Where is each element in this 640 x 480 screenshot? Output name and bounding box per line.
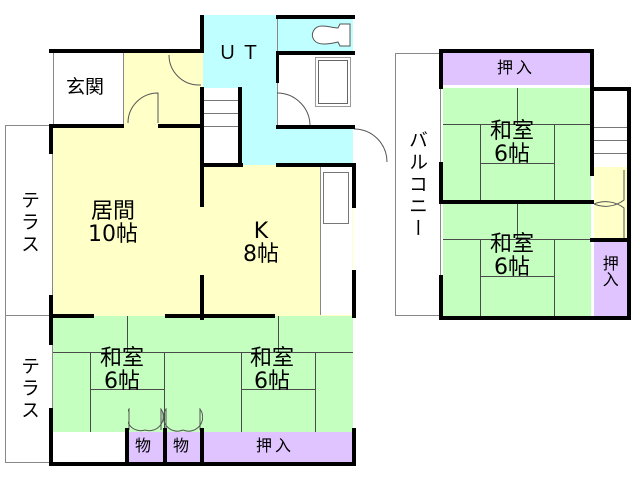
washitsu-right-label: 和室 6帖 [250,346,295,395]
oshiire-2f-side-label: 押入 [599,255,619,287]
balcony-label: バルコニー [405,130,428,240]
washitsu-left [53,316,203,432]
door-swing-icon [353,128,388,163]
stairs-1f [203,88,241,165]
hall-2f [594,167,627,239]
oshiire-2f-top [443,53,591,85]
stairs-2f [594,92,627,167]
door-swing-icon [594,170,625,238]
terrace-bottom [5,315,53,463]
storage-2-label: 物 [173,436,190,455]
oshiire-1f-label: 押入 [256,436,295,455]
counter [320,167,352,315]
oshiire-2f-side [594,242,627,316]
bath-room [277,54,353,128]
toilet-icon [311,23,351,47]
storage-1 [127,432,165,464]
washitsu-2f-top-label: 和室 6帖 [490,119,535,168]
closet-doors-icon [128,408,203,432]
hall-area [123,53,203,126]
storage-2 [165,432,203,464]
storage-1-label: 物 [135,436,152,455]
terrace-top-label: テラス [17,190,40,256]
washitsu-2f-bottom-label: 和室 6帖 [490,232,535,281]
oshiire-2f-top-label: 押入 [497,58,536,77]
door-swing-icon [127,55,201,124]
oshiire-1f [203,432,353,464]
ut-label: ＵＴ [218,42,265,64]
sink-icon [323,172,349,224]
terrace-bottom-label: テラス [17,356,40,422]
terrace-top [5,125,53,317]
living-room [53,126,203,316]
door-swing-icon [276,92,311,127]
living-label: 居間 10帖 [88,199,138,248]
entrance-label: 玄関 [66,76,105,98]
washitsu-left-label: 和室 6帖 [100,346,145,395]
kitchen-label: K 8帖 [243,219,279,268]
bathtub-icon [315,57,351,107]
storage-empty [53,432,127,464]
entrance-room [53,53,123,126]
